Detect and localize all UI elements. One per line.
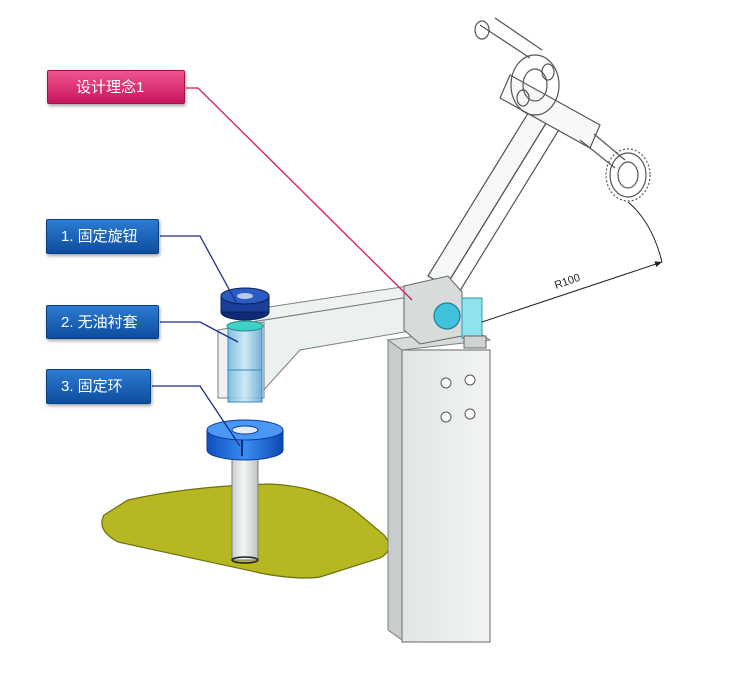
leader-item3	[152, 385, 241, 447]
fixed-knob-callout: 1. 固定旋钮	[46, 219, 159, 254]
r100-dimension-line	[481, 261, 663, 323]
mount-hole	[440, 411, 452, 423]
leader-item1	[160, 235, 237, 303]
r100-arc	[627, 201, 663, 263]
mount-hole	[464, 408, 476, 420]
pivot-knob	[433, 302, 461, 330]
leader-concept	[186, 87, 413, 301]
leader-item2	[160, 321, 239, 343]
oilless-bushing-callout: 2. 无油衬套	[46, 305, 159, 339]
rod-bottom-ring	[231, 556, 259, 564]
rotated-arm-wireframe	[427, 17, 651, 295]
pivot-nut	[463, 335, 487, 349]
r100-dimension-label: R100	[553, 272, 582, 292]
mount-hole	[464, 374, 476, 386]
bushing-top-ring	[226, 320, 264, 332]
mount-post	[401, 349, 491, 643]
fixed-knob-cap	[237, 293, 253, 299]
fixed-ring-callout: 3. 固定环	[46, 369, 151, 404]
pivot-bolt	[461, 297, 483, 339]
fixed-ring-bore	[231, 425, 259, 435]
mount-hole	[440, 377, 452, 389]
design-concept-callout: 设计理念1	[47, 70, 185, 104]
mount-post-side	[387, 339, 403, 641]
oilless-bushing	[227, 325, 263, 403]
